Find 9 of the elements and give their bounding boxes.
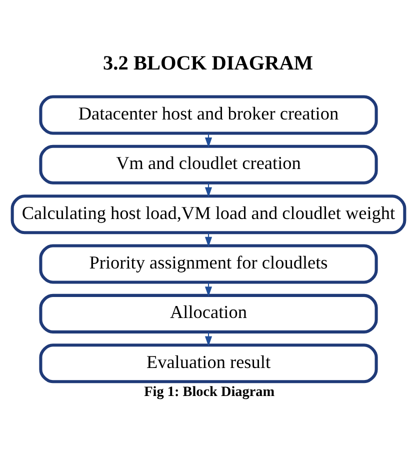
node-box: Vm and cloudlet creation <box>39 144 378 184</box>
diagram-title: 3.2 BLOCK DIAGRAM <box>103 52 314 74</box>
node-box: Priority assignment for cloudlets <box>39 244 378 284</box>
node-box: Allocation <box>39 293 378 333</box>
caption: Fig 1: Block Diagram <box>144 384 275 400</box>
node-box: Datacenter host and broker creation <box>39 94 378 134</box>
arrow <box>204 332 212 346</box>
node-box: Evaluation result <box>39 343 378 383</box>
node-box: Calculating host load,VM load and cloudlet weight <box>10 194 406 234</box>
